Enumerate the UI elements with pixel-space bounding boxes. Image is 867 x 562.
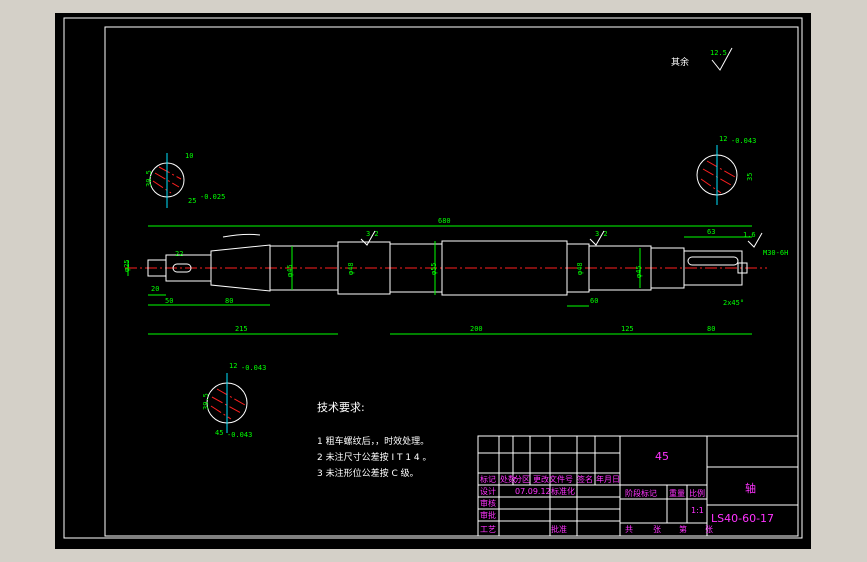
tb-sheets: 张 — [653, 525, 661, 534]
sec3-depth: 39.5 — [202, 393, 210, 410]
dim-d45a: φ45 — [286, 264, 294, 277]
tb-h1: 处数 — [500, 474, 516, 484]
tb-weight: 重量 — [669, 488, 685, 498]
dim-d48b: φ48 — [576, 262, 584, 275]
tb-part-name: 轴 — [745, 481, 756, 495]
tb-h0: 标记 — [480, 474, 496, 484]
dim-125: 125 — [621, 325, 634, 333]
cad-viewport[interactable]: 其余 12.5 680 20 50 80 215 2 — [55, 13, 811, 549]
sec3-tol: -0.043 — [241, 364, 266, 372]
tech-req-2: 2 未注尺寸公差按 I T 1 4 。 — [317, 451, 432, 463]
tb-sheet-unit: 张 — [705, 525, 713, 534]
sec2-depth: 35 — [746, 173, 754, 181]
tech-requirements: 技术要求: 1 粗车螺纹后，，时效处理。 2 未注尺寸公差按 I T 1 4 。… — [317, 401, 432, 479]
tb-scale-value: 1:1 — [691, 506, 704, 515]
sec1-depth: 30.5 — [145, 170, 153, 187]
outer-frame — [63, 17, 803, 539]
tech-req-title: 技术要求: — [317, 401, 365, 414]
tb-sheet-no: 第 — [679, 524, 687, 534]
dim-200: 200 — [470, 325, 483, 333]
dim-20: 20 — [151, 285, 159, 293]
tb-total: 共 — [625, 525, 633, 534]
tech-req-1: 1 粗车螺纹后，，时效处理。 — [317, 435, 429, 447]
keyway-left — [172, 263, 192, 273]
dim-215: 215 — [235, 325, 248, 333]
title-block: 标记 处数 分区 更改文件号 签名 年月日 设计 07.09.12 标准化 审核… — [477, 435, 799, 537]
dim-thread: M30-6H — [763, 249, 788, 257]
drawing-canvas: 其余 12.5 680 20 50 80 215 2 — [63, 17, 803, 539]
tb-h3: 更改文件号 — [533, 474, 573, 484]
dim-d25: φ25 — [123, 259, 131, 272]
tb-row-process: 工艺 — [480, 525, 496, 534]
section-right-top: 12 -0.043 35 — [696, 135, 756, 205]
dim-d48a: φ48 — [347, 262, 355, 275]
tb-row-review: 审核 — [480, 498, 496, 508]
tb-h4: 签名 — [577, 474, 593, 484]
sec3-dia-tol: -0.043 — [227, 431, 252, 439]
roughness-1: 3.2 — [366, 230, 379, 238]
dim-63: 63 — [707, 228, 715, 236]
dim-60: 60 — [590, 297, 598, 305]
tb-std: 标准化 — [551, 486, 575, 496]
dim-50: 50 — [165, 297, 173, 305]
dim-80b: 80 — [707, 325, 715, 333]
dim-d45b: φ45 — [635, 265, 643, 278]
dim-680: 680 — [438, 217, 451, 225]
sec1-key: 10 — [185, 152, 193, 160]
surface-finish-label: 其余 — [671, 56, 689, 68]
dimensions: 680 20 50 80 215 200 125 60 80 63 φ45 φ5… — [123, 217, 788, 335]
sec2-key: 12 — [719, 135, 727, 143]
sec3-key: 12 — [229, 362, 237, 370]
surface-finish-value: 12.5 — [710, 49, 727, 57]
tb-row-approve: 审批 — [480, 510, 496, 520]
dim-d55: φ55 — [430, 262, 438, 275]
tb-h2: 分区 — [514, 475, 530, 484]
keyway-right — [687, 256, 739, 266]
tb-material: 45 — [655, 450, 669, 463]
dim-80: 80 — [225, 297, 233, 305]
sec1-dia: 25 — [188, 197, 196, 205]
shaft-main-view — [125, 233, 767, 296]
tb-date: 07.09.12 — [515, 487, 551, 496]
sec1-tol: -0.025 — [200, 193, 225, 201]
section-bottom-left: 12 -0.043 39.5 45 -0.043 — [202, 362, 266, 439]
roughness-3: 1.6 — [743, 231, 756, 239]
surface-finish-note: 其余 12.5 — [671, 47, 733, 71]
tb-h5: 年月日 — [596, 474, 620, 484]
sec3-dia: 45 — [215, 429, 223, 437]
roughness-symbol — [711, 47, 733, 71]
roughness-2: 3.2 — [595, 230, 608, 238]
tb-approve: 批准 — [551, 524, 567, 534]
dim-22: 22 — [175, 250, 183, 258]
tb-row-design: 设计 — [480, 486, 496, 496]
inner-frame — [104, 26, 799, 537]
tb-drawing-no: LS40-60-17 — [711, 512, 774, 525]
dim-chamfer: 2x45° — [723, 299, 744, 307]
tb-scale: 比例 — [689, 488, 705, 498]
sec2-tol: -0.043 — [731, 137, 756, 145]
tb-stage: 阶段标记 — [625, 488, 657, 498]
tech-req-3: 3 未注形位公差按 C 级。 — [317, 467, 419, 479]
section-left-top: 10 30.5 25 -0.025 — [145, 152, 225, 208]
